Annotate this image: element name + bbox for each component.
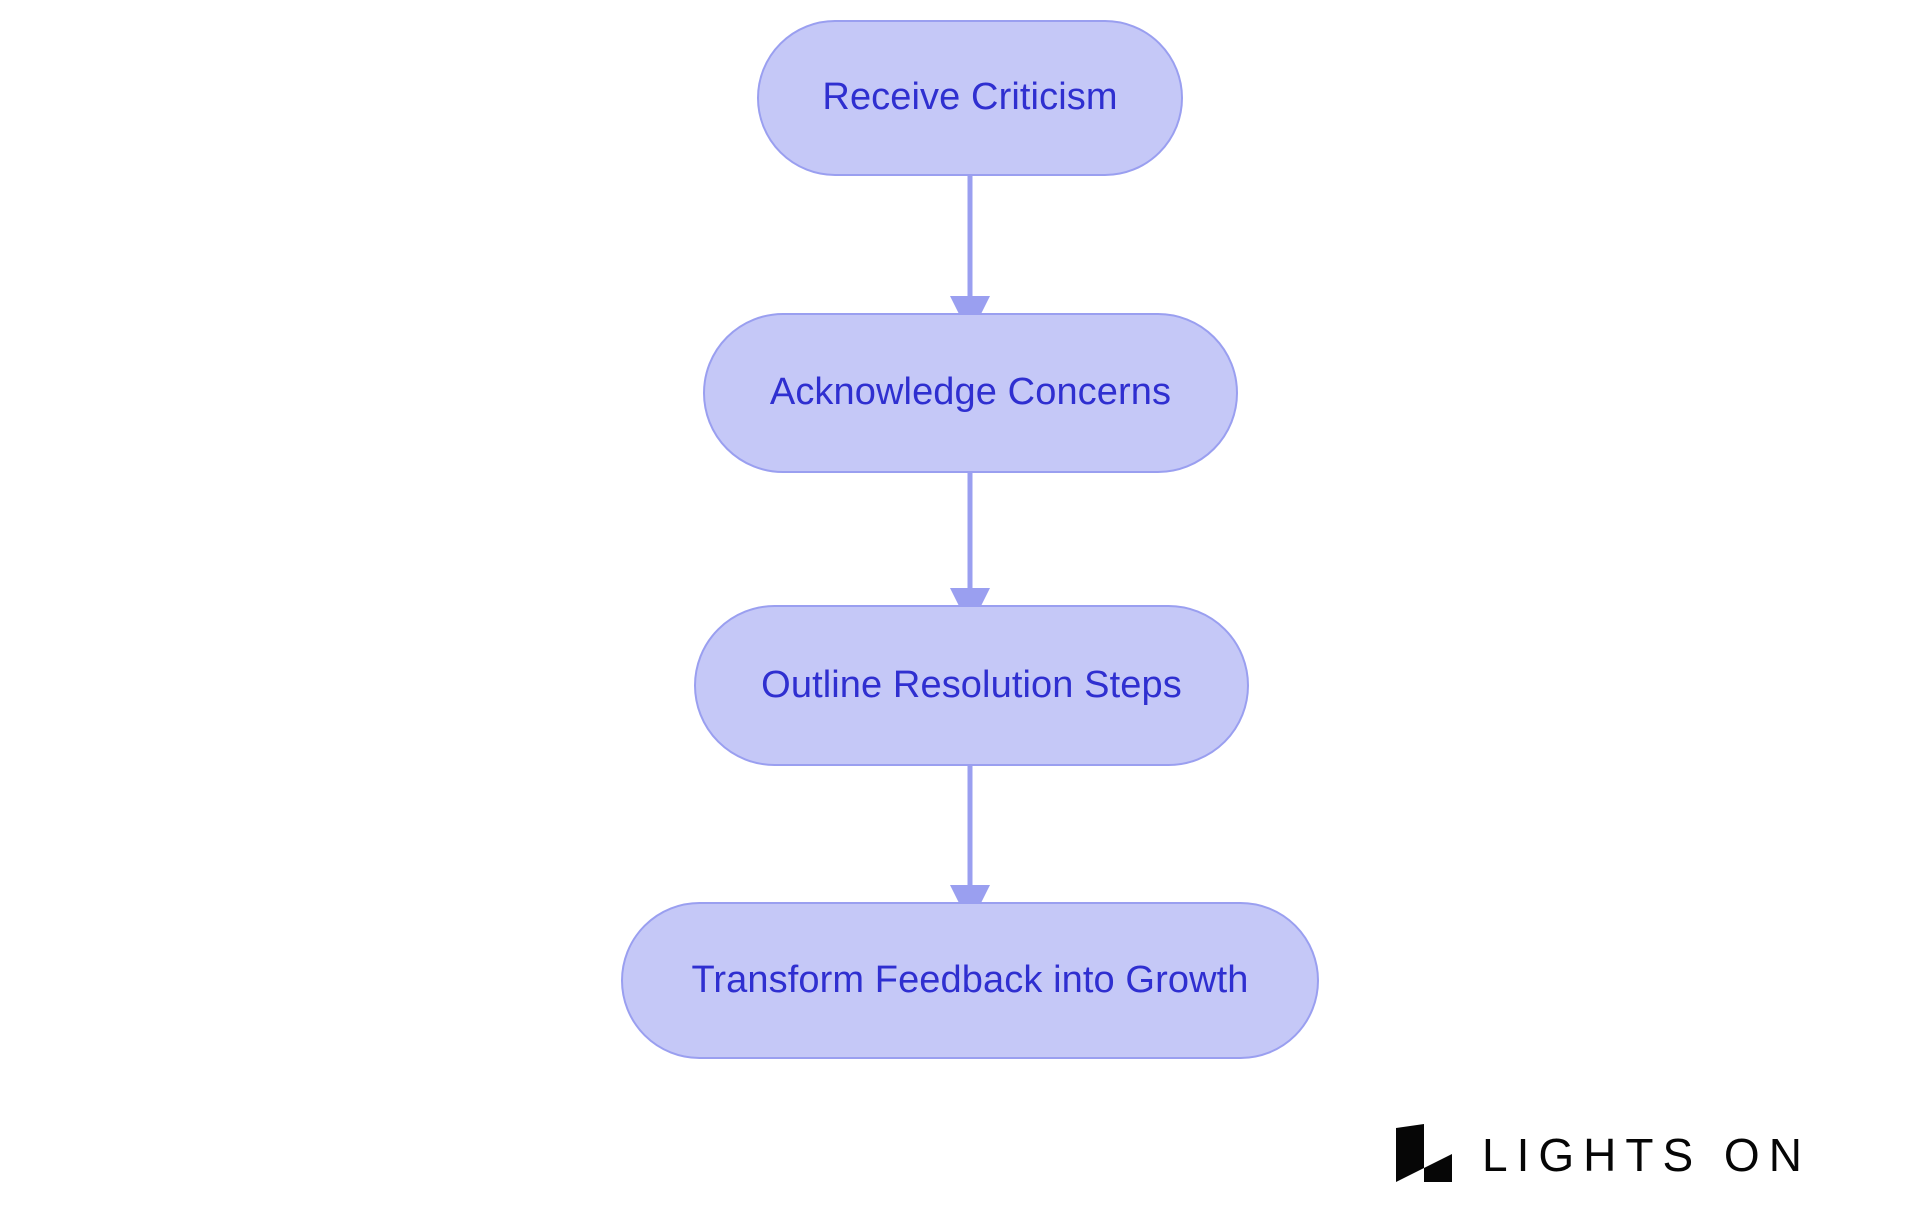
flow-node-label: Outline Resolution Steps: [761, 663, 1182, 706]
brand-wordmark: LIGHTS ON: [1482, 1129, 1811, 1181]
flow-node-label: Receive Criticism: [822, 76, 1118, 119]
flow-node-acknowledge-concerns[interactable]: Acknowledge Concerns: [703, 313, 1238, 473]
flow-node-transform-feedback-into-growth[interactable]: Transform Feedback into Growth: [621, 902, 1319, 1059]
flow-node-label: Transform Feedback into Growth: [691, 958, 1249, 1001]
flow-node-outline-resolution-steps[interactable]: Outline Resolution Steps: [694, 605, 1249, 766]
flow-node-label: Acknowledge Concerns: [769, 371, 1172, 414]
lights-on-mark-icon: [1396, 1124, 1452, 1182]
brand-logo: LIGHTS ON: [1396, 1120, 1811, 1190]
flowchart: Receive Criticism Acknowledge Concerns O…: [621, 20, 1319, 1059]
flow-node-receive-criticism[interactable]: Receive Criticism: [757, 20, 1183, 176]
